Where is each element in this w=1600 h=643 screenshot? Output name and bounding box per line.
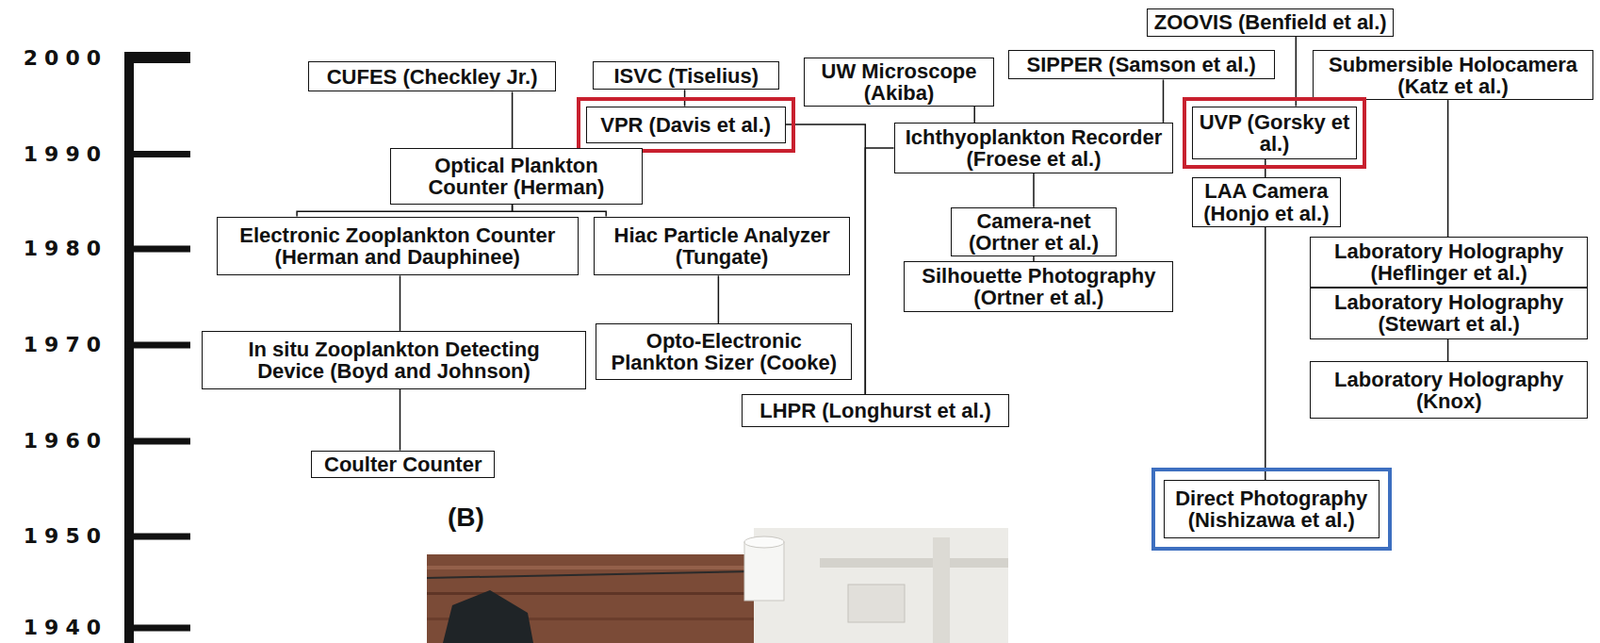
lineage-line: [399, 389, 402, 451]
lineage-line: [1295, 36, 1298, 107]
lineage-line: [973, 106, 976, 123]
method-name: Coulter Counter: [324, 453, 482, 475]
method-box: Direct Photography (Nishizawa et al.): [1163, 479, 1381, 539]
method-box: Silhouette Photography (Ortner et al.): [903, 261, 1174, 312]
year-label: 1990: [3, 142, 108, 167]
year-label: 1950: [3, 523, 108, 549]
method-box: UVP (Gorsky et al.): [1191, 106, 1357, 160]
year-label: 1940: [3, 615, 108, 640]
photo-fragment: [426, 527, 1009, 643]
method-name: Silhouette Photography (Ortner et al.): [908, 264, 1169, 309]
year-label: 1970: [3, 332, 108, 358]
lineage-line: [1447, 99, 1450, 237]
method-name: Laboratory Holography (Heflinger et al.): [1314, 240, 1584, 284]
method-name: Laboratory Holography (Stewart et al.): [1314, 291, 1584, 335]
lineage-line: [511, 92, 514, 149]
method-box: Ichthyoplankton Recorder (Froese et al.): [894, 122, 1175, 174]
method-name: Ichthyoplankton Recorder (Froese et al.): [898, 126, 1170, 170]
method-name: LHPR (Longhurst et al.): [759, 399, 992, 422]
lineage-line: [1032, 173, 1035, 208]
year-label: 1980: [3, 236, 108, 262]
method-name: Optical Plankton Counter (Herman): [394, 154, 639, 198]
method-box: Laboratory Holography (Stewart et al.): [1309, 287, 1588, 339]
method-box: In situ Zooplankton Detecting Device (Bo…: [201, 330, 586, 390]
method-name: Camera-net (Ortner et al.): [955, 210, 1111, 254]
lineage-line: [296, 204, 512, 217]
lineage-line: [1447, 339, 1450, 362]
method-name: SIPPER (Samson et al.): [1027, 53, 1257, 76]
method-name: Submersible Holocamera (Katz et al.): [1317, 53, 1590, 98]
method-box: Laboratory Holography (Knox): [1309, 360, 1588, 419]
lineage-line: [718, 275, 720, 324]
method-box: Laboratory Holography (Heflinger et al.): [1309, 236, 1588, 288]
method-box: Camera-net (Ortner et al.): [950, 207, 1116, 257]
method-box: SIPPER (Samson et al.): [1008, 49, 1275, 80]
method-name: ZOOVIS (Benfield et al.): [1154, 11, 1388, 33]
lineage-line: [1264, 227, 1267, 480]
method-box: LHPR (Longhurst et al.): [741, 393, 1010, 427]
year-label: 2000: [3, 46, 108, 71]
method-box: Submersible Holocamera (Katz et al.): [1312, 49, 1595, 100]
method-name: Electronic Zooplankton Counter (Herman a…: [221, 224, 574, 268]
method-box: Optical Plankton Counter (Herman): [390, 147, 644, 205]
method-name: Laboratory Holography (Knox): [1314, 368, 1584, 412]
method-name: VPR (Davis et al.): [600, 114, 771, 136]
method-box: Opto-Electronic Plankton Sizer (Cooke): [595, 323, 852, 380]
method-name: Hiac Particle Analyzer (Tungate): [598, 224, 846, 268]
method-box: ZOOVIS (Benfield et al.): [1146, 8, 1394, 37]
method-name: LAA Camera (Honjo et al.): [1196, 179, 1337, 224]
method-box: VPR (Davis et al.): [586, 106, 786, 144]
timeline-axis: [124, 51, 191, 643]
method-box: Electronic Zooplankton Counter (Herman a…: [216, 216, 579, 277]
method-box: UW Microscope (Akiba): [803, 57, 994, 107]
lineage-line: [512, 204, 607, 217]
lineage-line: [684, 89, 686, 106]
method-box: Coulter Counter: [310, 450, 495, 478]
panel-label: (B): [447, 505, 523, 530]
method-name: Direct Photography (Nishizawa et al.): [1168, 487, 1376, 531]
lineage-line: [1162, 80, 1165, 123]
method-name: In situ Zooplankton Detecting Device (Bo…: [228, 338, 559, 382]
method-box: Hiac Particle Analyzer (Tungate): [593, 216, 850, 277]
method-name: CUFES (Checkley Jr.): [326, 65, 539, 88]
method-name: UW Microscope (Akiba): [808, 60, 989, 104]
lineage-line: [1264, 159, 1267, 179]
method-box: CUFES (Checkley Jr.): [308, 61, 556, 92]
method-name: UVP (Gorsky et al.): [1196, 111, 1353, 155]
lineage-line: [865, 147, 894, 394]
method-box: ISVC (Tiselius): [592, 61, 780, 90]
method-box: LAA Camera (Honjo et al.): [1191, 177, 1341, 227]
method-name: ISVC (Tiselius): [613, 65, 759, 87]
lineage-line: [399, 275, 402, 331]
method-name: Opto-Electronic Plankton Sizer (Cooke): [600, 329, 848, 374]
year-label: 1960: [3, 428, 108, 454]
